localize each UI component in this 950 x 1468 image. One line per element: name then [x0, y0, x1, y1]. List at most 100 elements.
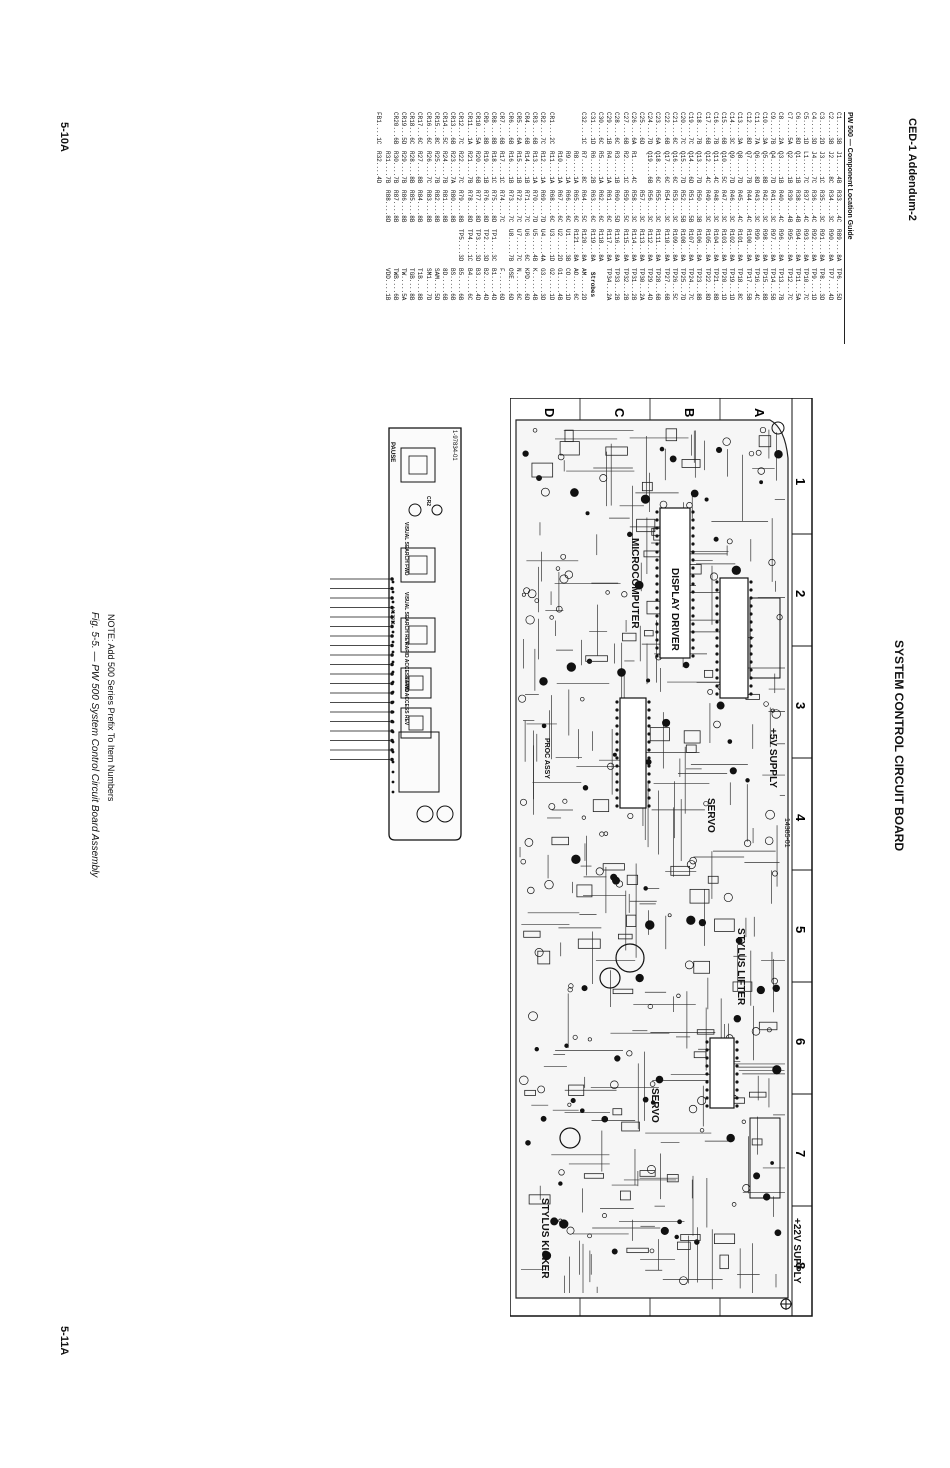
- pad: [745, 778, 750, 783]
- guide-entry: TP21...8B: [711, 268, 719, 301]
- guide-entry: C2.....3B: [826, 112, 834, 145]
- pad: [585, 511, 590, 516]
- ic-chip: [719, 577, 749, 699]
- ic-pin: [647, 804, 651, 808]
- pad: [676, 993, 681, 998]
- ic-pin: [647, 724, 651, 728]
- component: [568, 1084, 585, 1096]
- grid-col-label: 3: [793, 702, 808, 709]
- ic-pin: [691, 574, 695, 578]
- connector-pin: [390, 757, 394, 762]
- guide-entry: N......6C: [514, 268, 522, 301]
- pad: [650, 1100, 656, 1105]
- panel-pad: [391, 620, 395, 624]
- pad: [684, 960, 694, 970]
- pad: [722, 437, 731, 446]
- guide-entry: C30....6C: [596, 112, 604, 145]
- pad: [715, 446, 723, 453]
- guide-entry: R3.....1B: [613, 151, 621, 184]
- guide-entry: R77....8D: [473, 190, 481, 223]
- ic-pin: [691, 590, 695, 594]
- guide-entry: TP5....3D: [457, 229, 465, 262]
- panel-pad: [391, 790, 395, 794]
- panel-pad: [391, 600, 395, 604]
- guide-entry: CO.....1D: [564, 268, 572, 301]
- guide-entry: [596, 268, 604, 301]
- panel-pad: [391, 780, 395, 784]
- guide-entry: FB1....1C: [375, 112, 383, 145]
- guide-entry: R35....3C: [818, 190, 826, 223]
- guide-entry: TP18...8C: [736, 268, 744, 301]
- pad: [527, 589, 537, 599]
- panel-pad: [391, 760, 395, 764]
- guide-entry: Q11....4C: [711, 151, 719, 184]
- label-visual-search-fwd: VISUAL SEARCH FWD: [403, 522, 409, 576]
- guide-entry: CR5....6A: [514, 112, 522, 145]
- pad: [727, 739, 733, 744]
- caption-note: NOTE: Add 500 Series Prefix To Item Numb…: [106, 614, 116, 802]
- guide-entry: U5.....4B: [531, 229, 539, 262]
- pad: [762, 1193, 771, 1201]
- led: [431, 504, 443, 516]
- guide-entry: R79....8B: [457, 190, 465, 223]
- guide-entry: R27....8B: [416, 151, 424, 184]
- pad: [537, 1085, 545, 1094]
- pad: [688, 1104, 698, 1114]
- guide-entry: R71....7C: [523, 190, 531, 223]
- guide-entry: R74....7C: [498, 190, 506, 223]
- ic-pin: [655, 566, 659, 570]
- component: [622, 632, 637, 642]
- component: [644, 630, 654, 637]
- pad: [759, 426, 767, 434]
- ic-pin: [715, 668, 719, 672]
- guide-entry: R22....7C: [457, 151, 465, 184]
- guide-entry: R90....8A: [826, 229, 834, 262]
- pad: [647, 1165, 656, 1174]
- guide-entry: R101...8A: [736, 229, 744, 262]
- guide-entry: C20....7C: [678, 112, 686, 145]
- grid-row-label: A: [752, 408, 767, 418]
- guide-entry: Q18....6C: [654, 151, 662, 184]
- label-5v-supply: +5V SUPPLY: [767, 728, 778, 788]
- guide-entry: CR11...1A: [465, 112, 473, 145]
- guide-entry: R63....6C: [588, 190, 596, 223]
- pad: [723, 892, 733, 902]
- pad: [525, 1140, 531, 1146]
- guide-entry: R91....8A: [818, 229, 826, 262]
- guide-entry: C25....6D: [637, 112, 645, 145]
- guide-entry: Q19....6B: [646, 151, 654, 184]
- ic-pin: [749, 692, 753, 696]
- guide-entry: TWB....6B: [391, 268, 399, 301]
- guide-entry: R95....8A: [785, 229, 793, 262]
- ic-pin: [615, 708, 619, 712]
- grid-col-label: 5: [793, 926, 808, 933]
- pad: [770, 708, 775, 713]
- guide-entry: C29....1B: [605, 112, 613, 145]
- ic-pin: [655, 574, 659, 578]
- guide-entry: TP28...6B: [654, 268, 662, 301]
- guide-entry: R55....3C: [654, 190, 662, 223]
- guide-entry: R86....8B: [400, 190, 408, 223]
- guide-entry: R65....6C: [572, 190, 580, 223]
- guide-entry: R12....1A: [539, 151, 547, 184]
- guide-entry: R23....7A: [449, 151, 457, 184]
- guide-entry: TP27...6B: [662, 268, 670, 301]
- ic-pin: [691, 582, 695, 586]
- switch-outline: [400, 547, 436, 583]
- ic-pin: [691, 534, 695, 538]
- pad: [697, 1096, 707, 1106]
- connector-pin: [390, 634, 394, 638]
- component: [564, 429, 574, 443]
- guide-entry: U4.....4A: [539, 229, 547, 262]
- pad: [534, 948, 544, 957]
- guide-entry: TP4....1C: [465, 229, 473, 262]
- guide-entry: R87....8B: [391, 190, 399, 223]
- addendum-title: CED-1 Addendum-2: [906, 118, 918, 221]
- guide-entry: [399, 229, 407, 262]
- guide-entry: Q15....7D: [678, 151, 686, 184]
- component: [666, 1174, 679, 1183]
- guide-entry: OSE....6D: [506, 268, 514, 301]
- component: [602, 863, 625, 871]
- guide-entry: CR2....7C: [539, 112, 547, 145]
- ic-pin: [655, 518, 659, 522]
